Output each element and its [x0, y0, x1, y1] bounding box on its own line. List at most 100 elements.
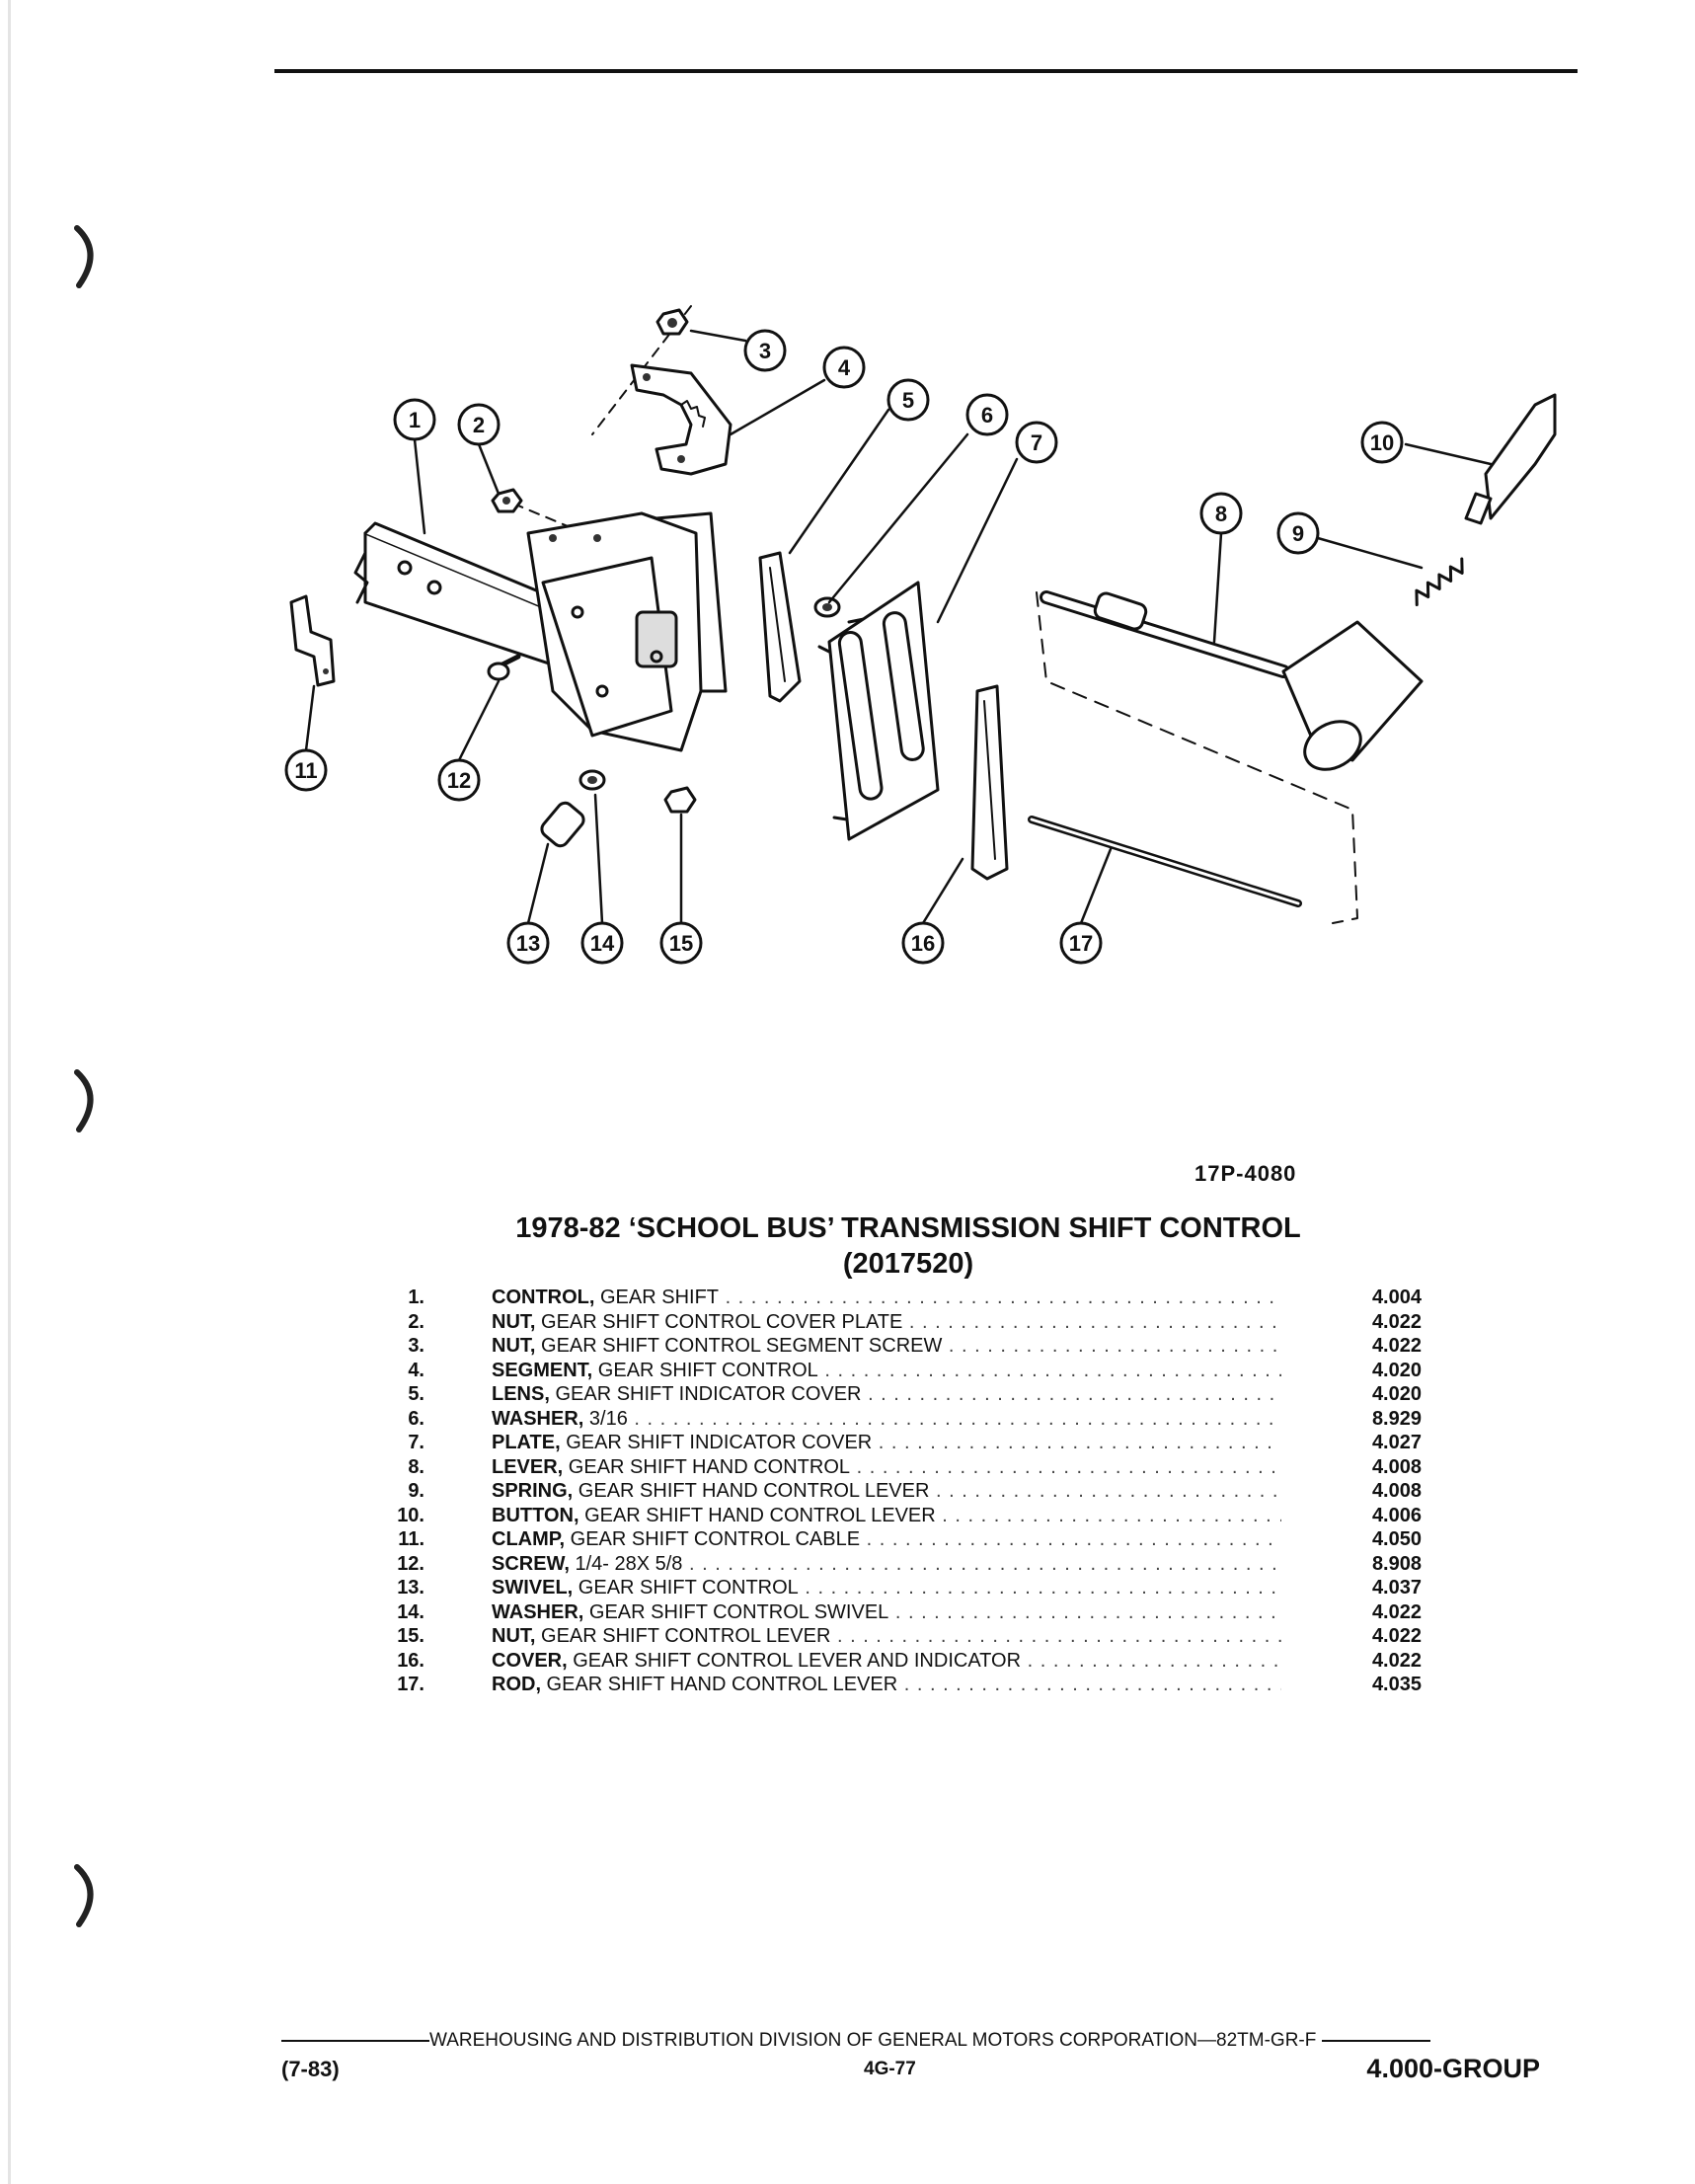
- part-11-clamp: [289, 594, 336, 687]
- callout-3: 3: [743, 329, 787, 372]
- part-detail: GEAR SHIFT CONTROL LEVER AND INDICATOR: [567, 1649, 1022, 1672]
- part-3-nut: [655, 308, 689, 336]
- callout-15: 15: [659, 921, 703, 965]
- part-14-washer: [578, 769, 606, 791]
- part-detail: GEAR SHIFT HAND CONTROL LEVER: [578, 1504, 936, 1526]
- part-name: NUT,: [492, 1310, 536, 1333]
- part-description: SPRING, GEAR SHIFT HAND CONTROL LEVER . …: [492, 1479, 1281, 1503]
- callout-label: 8: [1215, 502, 1227, 526]
- group-code: 4.050: [1371, 1528, 1422, 1550]
- part-number: 17.: [397, 1674, 424, 1695]
- group-code: 4.008: [1371, 1480, 1422, 1502]
- footer-page-number: 4G-77: [864, 2059, 916, 2079]
- footer-division-line: WAREHOUSING AND DISTRIBUTION DIVISION OF…: [281, 2030, 1540, 2052]
- callout-label: 4: [838, 355, 851, 380]
- part-number: 15.: [397, 1625, 424, 1647]
- callout-4: 4: [822, 346, 866, 389]
- part-description: ROD, GEAR SHIFT HAND CONTROL LEVER . . .…: [492, 1673, 1281, 1696]
- part-8-lever: [1040, 590, 1424, 771]
- housing: [526, 511, 728, 752]
- part-5-lens: [758, 551, 802, 703]
- part-name: LENS,: [492, 1383, 550, 1405]
- part-name: COVER,: [492, 1649, 568, 1672]
- binder-hole-mark: [69, 1066, 109, 1135]
- part-description: WASHER, GEAR SHIFT CONTROL SWIVEL . . . …: [492, 1600, 1281, 1624]
- part-number: 5.: [408, 1383, 424, 1405]
- part-detail: GEAR SHIFT INDICATOR COVER: [560, 1432, 873, 1453]
- parts-list-row: 9.SPRING, GEAR SHIFT HAND CONTROL LEVER …: [375, 1479, 1422, 1504]
- group-code: 4.022: [1371, 1649, 1422, 1672]
- callout-16: 16: [901, 921, 945, 965]
- group-code: 4.035: [1371, 1674, 1422, 1695]
- part-detail: GEAR SHIFT CONTROL SEGMENT SCREW: [535, 1335, 943, 1357]
- part-number: 14.: [397, 1600, 424, 1623]
- part-description: COVER, GEAR SHIFT CONTROL LEVER AND INDI…: [492, 1649, 1281, 1673]
- parts-list-row: 2.NUT, GEAR SHIFT CONTROL COVER PLATE . …: [375, 1310, 1422, 1335]
- group-code: 4.004: [1371, 1287, 1422, 1308]
- part-number: 10.: [397, 1504, 424, 1526]
- callout-12: 12: [437, 758, 481, 802]
- part-name: LEVER,: [492, 1455, 564, 1478]
- part-name: ROD,: [492, 1674, 541, 1695]
- binder-hole-mark: [69, 1861, 109, 1930]
- leader-dots: . . . . . . . . . . . . . . . . . . . . …: [866, 1528, 1281, 1550]
- part-number: 12.: [397, 1552, 424, 1575]
- parts-list-row: 12.SCREW, 1/4- 28X 5/8 . . . . . . . . .…: [375, 1552, 1422, 1577]
- part-name: CONTROL,: [492, 1287, 595, 1308]
- part-name: WASHER,: [492, 1407, 584, 1430]
- callout-label: 13: [516, 931, 540, 956]
- callout-label: 7: [1031, 430, 1042, 455]
- leader-dots: . . . . . . . . . . . . . . . . . . . . …: [1027, 1649, 1281, 1672]
- leader-dots: . . . . . . . . . . . . . . . . . . . . …: [894, 1600, 1281, 1623]
- part-description: CONTROL, GEAR SHIFT . . . . . . . . . . …: [492, 1286, 1281, 1309]
- leader-dots: . . . . . . . . . . . . . . . . . . . . …: [868, 1383, 1281, 1405]
- callout-label: 17: [1069, 931, 1093, 956]
- part-detail: GEAR SHIFT CONTROL: [573, 1577, 799, 1599]
- callout-10: 10: [1360, 421, 1404, 464]
- part-number: 3.: [408, 1335, 424, 1357]
- group-code: 4.022: [1371, 1310, 1422, 1333]
- parts-list-row: 1. CONTROL, GEAR SHIFT . . . . . . . . . …: [375, 1286, 1422, 1310]
- leader-dots: . . . . . . . . . . . . . . . . . . . . …: [942, 1504, 1281, 1526]
- leader-dots: . . . . . . . . . . . . . . . . . . . . …: [935, 1480, 1281, 1502]
- part-2-nut: [491, 488, 523, 513]
- callout-7: 7: [1015, 421, 1058, 464]
- part-detail: 3/16: [583, 1407, 628, 1430]
- leader-dots: . . . . . . . . . . . . . . . . . . . . …: [688, 1552, 1281, 1575]
- part-number: 1.: [408, 1287, 424, 1308]
- part-name: NUT,: [492, 1335, 536, 1357]
- callout-8: 8: [1199, 492, 1243, 535]
- group-code: 4.022: [1371, 1625, 1422, 1647]
- part-detail: GEAR SHIFT CONTROL LEVER: [535, 1625, 831, 1647]
- group-code: 4.006: [1371, 1504, 1422, 1526]
- top-rule: [274, 69, 1578, 73]
- part-9-spring: [1415, 557, 1464, 607]
- part-name: SCREW,: [492, 1552, 570, 1575]
- parts-list-row: 15. NUT, GEAR SHIFT CONTROL LEVER . . . .…: [375, 1624, 1422, 1649]
- callout-1: 1: [393, 398, 436, 441]
- parts-list-row: 4.SEGMENT, GEAR SHIFT CONTROL . . . . . …: [375, 1359, 1422, 1383]
- part-description: SEGMENT, GEAR SHIFT CONTROL . . . . . . …: [492, 1359, 1281, 1382]
- part-number: 13.: [397, 1577, 424, 1599]
- part-15-nut: [663, 786, 697, 814]
- callout-label: 1: [409, 408, 421, 432]
- figure-number: 17P-4080: [1194, 1161, 1297, 1186]
- group-code: 4.037: [1371, 1577, 1422, 1599]
- part-description: BUTTON, GEAR SHIFT HAND CONTROL LEVER . …: [492, 1504, 1281, 1527]
- part-name: BUTTON,: [492, 1504, 579, 1526]
- callout-label: 6: [981, 403, 993, 428]
- footer-rule-right: [1321, 2039, 1430, 2042]
- part-description: NUT, GEAR SHIFT CONTROL LEVER . . . . . …: [492, 1624, 1281, 1648]
- leader-dots: . . . . . . . . . . . . . . . . . . . . …: [856, 1455, 1281, 1478]
- callout-label: 9: [1292, 521, 1304, 546]
- callout-5: 5: [886, 378, 930, 422]
- page-title: 1978-82 ‘SCHOOL BUS’ TRANSMISSION SHIFT …: [464, 1210, 1352, 1282]
- group-code: 4.020: [1371, 1383, 1422, 1405]
- part-12-screw: [487, 654, 521, 681]
- parts-list-row: 3.NUT, GEAR SHIFT CONTROL SEGMENT SCREW …: [375, 1334, 1422, 1359]
- footer-date: (7-83): [281, 2057, 340, 2081]
- footer-division: WAREHOUSING AND DISTRIBUTION DIVISION OF…: [429, 2030, 1317, 2051]
- footer-group: 4.000-GROUP: [1366, 2054, 1540, 2083]
- group-code: 4.008: [1371, 1455, 1422, 1478]
- part-4-segment: [630, 363, 732, 476]
